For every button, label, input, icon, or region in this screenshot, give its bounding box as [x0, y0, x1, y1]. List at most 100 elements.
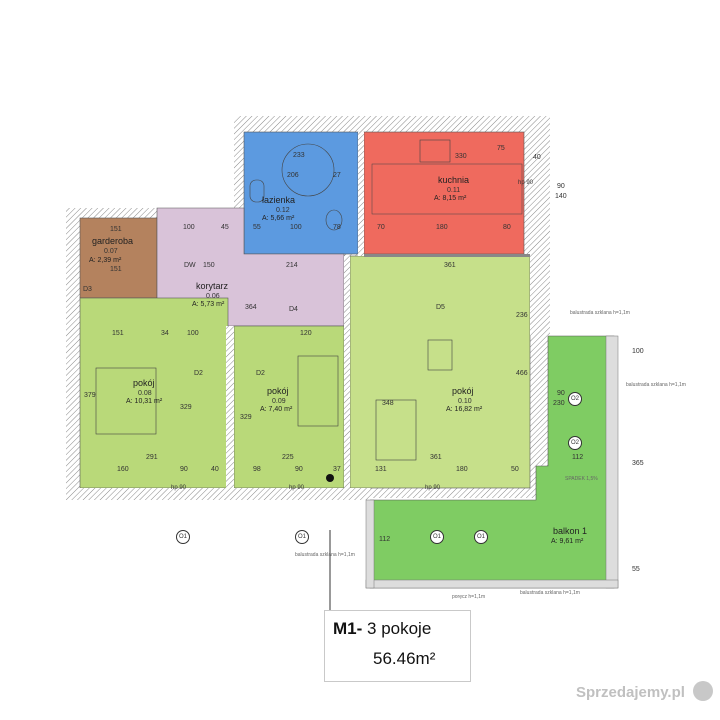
dim-lz-206: 206 [287, 172, 299, 179]
room-area-lazienka: A: 5,66 m² [262, 215, 295, 222]
room-lazienka [243, 131, 359, 255]
hp-label-3: hp 90 [425, 485, 441, 491]
room-name-balkon: balkon 1 [553, 526, 588, 536]
wall-balc-left [365, 499, 375, 589]
room-num-pokoj1: 0.08 [138, 390, 152, 397]
door-label-d3: D3 [83, 286, 92, 293]
room-num-lazienka: 0.12 [276, 207, 290, 214]
dim-p2-120: 120 [300, 330, 312, 337]
room-num-korytarz: 0.06 [206, 293, 220, 300]
door-label-d2b: D2 [256, 370, 265, 377]
hp-label-1: hp 90 [171, 485, 187, 491]
sofa-icon [375, 399, 417, 461]
window-o1-b: O1 [295, 530, 309, 544]
room-area-pokoj3: A: 16,82 m² [446, 406, 483, 413]
door-label-d4: D4 [289, 306, 298, 313]
dim-p1-100: 100 [187, 330, 199, 337]
dim-b-112a: 112 [379, 536, 391, 543]
dim-p2-329: 329 [240, 414, 252, 421]
dim-p3-348: 348 [382, 400, 394, 407]
room-num-pokoj3: 0.10 [458, 398, 472, 405]
dim-p3-131: 131 [375, 466, 387, 473]
door-label-d5: D5 [436, 304, 445, 311]
room-name-pokoj1: pokój [133, 378, 155, 388]
dim-p1-160: 160 [117, 466, 129, 473]
wall-top-bath [234, 120, 546, 132]
dim-lz-27: 27 [333, 172, 341, 179]
room-area-balkon: A: 9,61 m² [551, 538, 584, 545]
dim-b-112b: 112 [572, 454, 584, 461]
exterior-topleft [60, 110, 234, 213]
watermark-text: Sprzedajemy.pl [576, 684, 685, 701]
title-box: M1- 3 pokoje 56.46m² [324, 610, 471, 682]
apartment-rooms: 3 pokoje [367, 619, 432, 638]
dim-g-151b: 151 [110, 266, 122, 273]
wall-int-4 [364, 254, 530, 257]
dim-g-151a: 151 [110, 226, 122, 233]
room-name-korytarz: korytarz [196, 281, 229, 291]
apartment-area: 56.46m² [373, 649, 436, 668]
wall-right [530, 132, 548, 336]
window-o1-c: O1 [430, 530, 444, 544]
note-porecz: poręcz h=1,1m [452, 594, 486, 600]
column-dot [326, 474, 334, 482]
dim-k-140: 140 [555, 193, 567, 200]
room-num-kuchnia: 0.11 [447, 187, 461, 194]
dim-lz-100: 100 [290, 224, 302, 231]
dim-k-180: 180 [436, 224, 448, 231]
wall-int-3 [358, 132, 364, 256]
dim-c-364: 364 [245, 304, 257, 311]
dim-b-100: 100 [632, 348, 644, 355]
window-o1-d: O1 [474, 530, 488, 544]
bed1-icon [95, 367, 157, 435]
dim-p1-34: 34 [161, 330, 169, 337]
dim-c-45: 45 [221, 224, 229, 231]
dim-b-55: 55 [632, 566, 640, 573]
dim-b-365: 365 [632, 460, 644, 467]
wall-top-garderoba [66, 208, 242, 218]
room-area-garderoba: A: 2,39 m² [89, 257, 122, 264]
watermark-logo-icon [693, 681, 713, 701]
wall-int-2 [344, 256, 350, 488]
room-name-kuchnia: kuchnia [438, 175, 470, 185]
shower-circle [281, 143, 335, 197]
window-o1-a: O1 [176, 530, 190, 544]
dim-p2-90: 90 [295, 466, 303, 473]
dim-k-40: 40 [533, 154, 541, 161]
window-o2-b: O2 [568, 436, 582, 450]
dim-p3-466: 466 [516, 370, 528, 377]
dim-p2-225: 225 [282, 454, 294, 461]
dim-p1-379: 379 [84, 392, 96, 399]
window-o2-a: O2 [568, 392, 582, 406]
note-spadek: SPADEK 1,5% [565, 476, 598, 482]
dim-p2-98: 98 [253, 466, 261, 473]
dim-c-150: 150 [203, 262, 215, 269]
dim-b-230: 230 [553, 400, 565, 407]
exterior-topleft2 [226, 110, 236, 120]
dim-p1-151: 151 [112, 330, 124, 337]
dim-c-100: 100 [183, 224, 195, 231]
stove-icon [419, 139, 451, 163]
dim-p3-361a: 361 [444, 262, 456, 269]
dim-k-330: 330 [455, 153, 467, 160]
wall-balc-bottom [365, 579, 619, 589]
dim-p1-40: 40 [211, 466, 219, 473]
room-name-lazienka: łazienka [262, 195, 296, 205]
room-num-pokoj2: 0.09 [272, 398, 286, 405]
wall-bottom [66, 488, 370, 500]
dim-p3-50: 50 [511, 466, 519, 473]
room-area-pokoj2: A: 7,40 m² [260, 406, 293, 413]
dim-p1-329: 329 [180, 404, 192, 411]
dim-k-80: 80 [503, 224, 511, 231]
dim-lz-233: 233 [293, 152, 305, 159]
note-balustrada-4: balustrada szklana h=1,1m [520, 590, 580, 596]
hp-label-2: hp 90 [289, 485, 305, 491]
wall-bath-left [234, 120, 244, 220]
sink-icon [325, 209, 343, 231]
wall-garderoba [66, 210, 80, 300]
room-name-pokoj3: pokój [452, 386, 474, 396]
room-name-garderoba: garderoba [92, 236, 134, 246]
room-area-pokoj1: A: 10,31 m² [126, 398, 163, 405]
kitchen-counter [371, 163, 523, 215]
